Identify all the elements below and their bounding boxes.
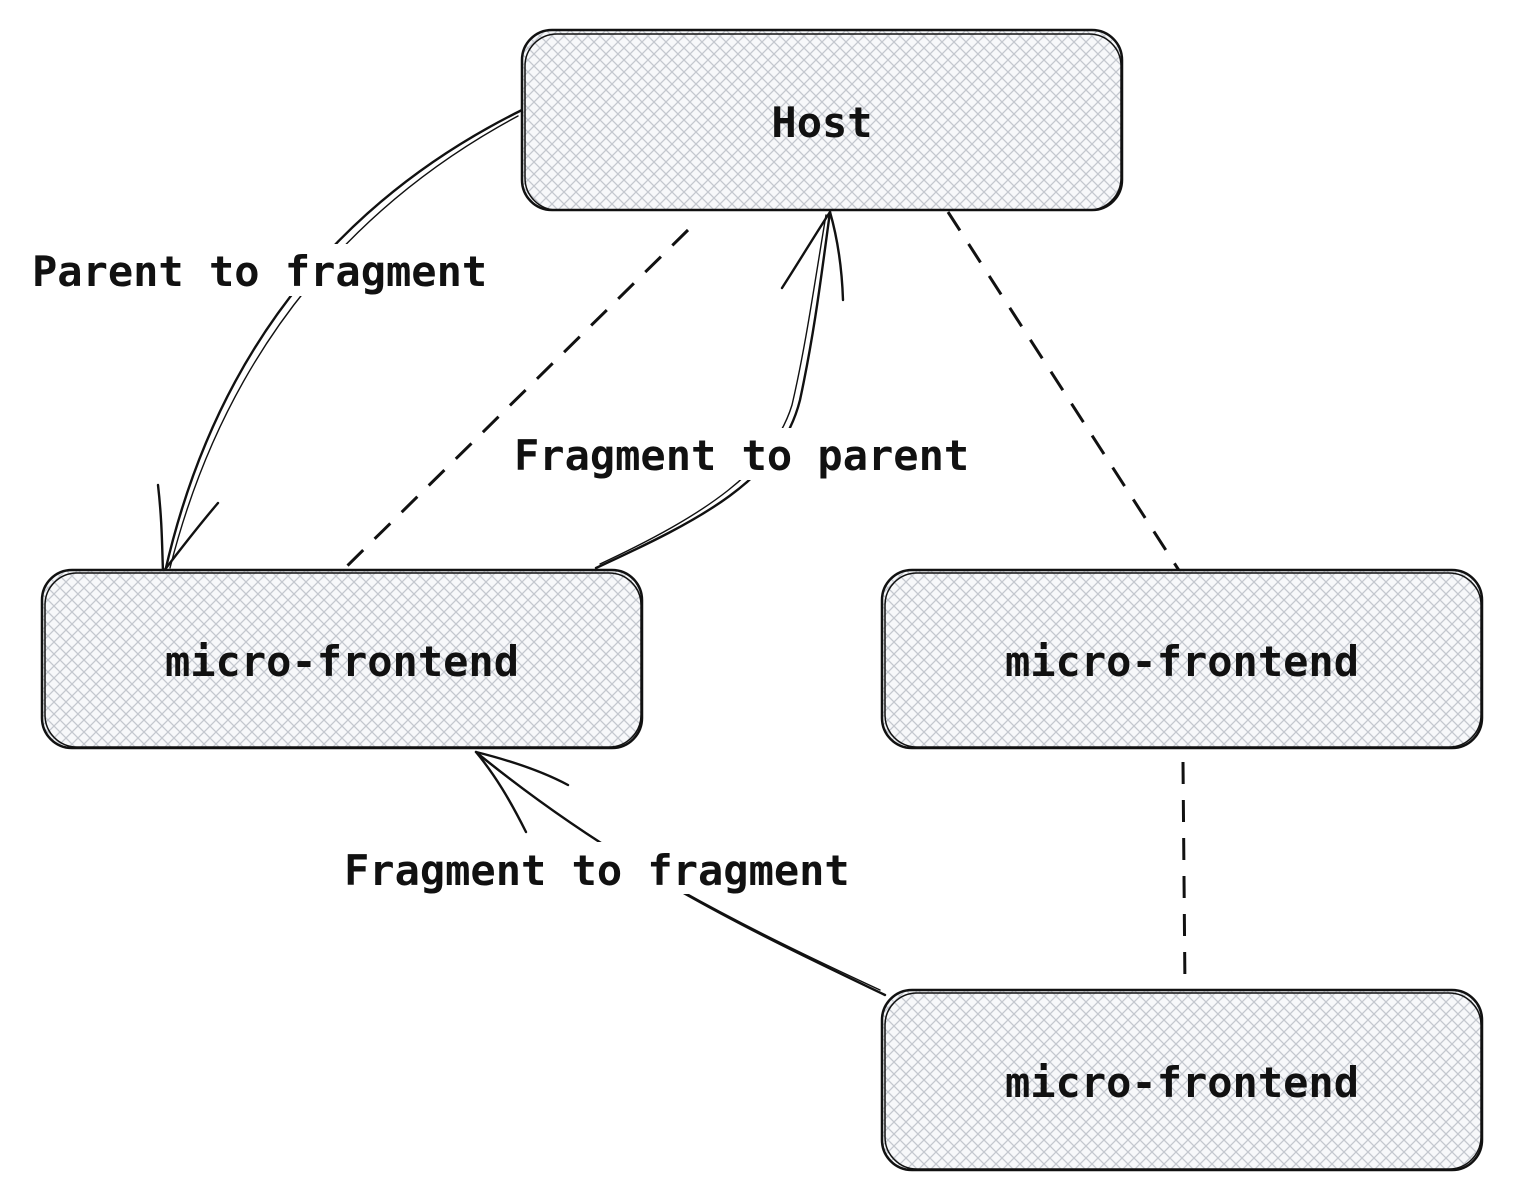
node-micro-frontend-bottom: micro-frontend xyxy=(880,988,1484,1172)
edge-label-parent-to-fragment: Parent to fragment xyxy=(32,247,487,296)
dashed-link-host-right xyxy=(946,211,1182,573)
edge-fragment-to-parent xyxy=(594,210,845,570)
node-micro-frontend-left: micro-frontend xyxy=(40,568,644,750)
node-label-micro-frontend-right: micro-frontend xyxy=(1005,637,1359,686)
arrowhead-left-top xyxy=(156,483,220,574)
edge-label-group-parent-to-fragment: Parent to fragment xyxy=(28,244,536,296)
edge-parent-to-fragment xyxy=(156,108,524,574)
node-label-micro-frontend-bottom: micro-frontend xyxy=(1005,1058,1359,1107)
edge-label-group-fragment-to-parent: Fragment to parent xyxy=(510,428,1020,480)
node-label-host: Host xyxy=(771,98,872,147)
arrowhead-left-bottom xyxy=(474,750,570,834)
edge-label-fragment-to-fragment: Fragment to fragment xyxy=(344,846,850,895)
node-label-micro-frontend-left: micro-frontend xyxy=(165,637,519,686)
edge-label-group-fragment-to-fragment: Fragment to fragment xyxy=(340,842,906,895)
node-micro-frontend-right: micro-frontend xyxy=(880,568,1484,750)
edge-label-fragment-to-parent: Fragment to parent xyxy=(514,431,969,480)
dashed-link-right-bottom xyxy=(1181,761,1187,991)
dashed-links xyxy=(341,211,1187,991)
dashed-link-host-left xyxy=(341,228,690,572)
node-host: Host xyxy=(520,28,1124,212)
arrowhead-host-bottom xyxy=(780,210,845,302)
